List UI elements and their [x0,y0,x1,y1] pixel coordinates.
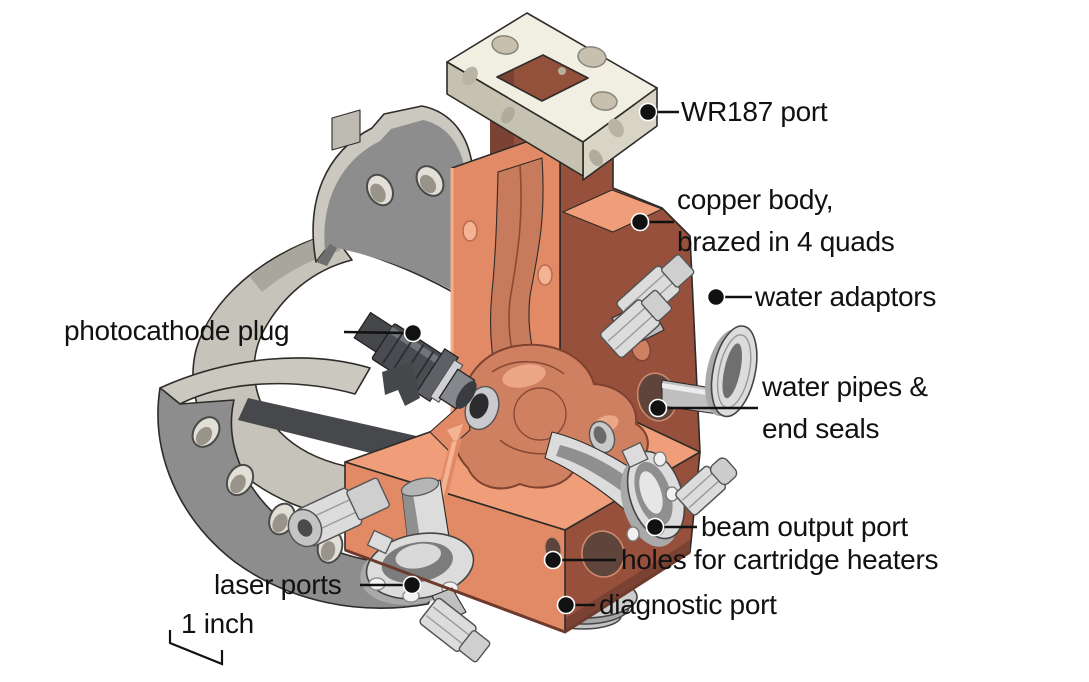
water-pipe-flange-part [661,325,758,418]
copper-bottom-edge [344,548,691,634]
leader-dot-water-adaptors [706,287,726,307]
label-laser-ports: laser ports [214,569,342,600]
flange-bolt-hole [366,165,445,207]
cathode-flange-upper [312,105,473,303]
label-copper-body: copper body, brazed in 4 quads [677,179,895,263]
wr187-flange-part [446,12,658,181]
leader-dot-copper-body [630,212,650,232]
label-beam-output-port: beam output port [701,511,908,542]
beam-output-port-part [544,431,738,547]
label-water-pipes-line2: end seals [762,413,880,444]
leader-dot-photocathode [403,323,423,343]
label-water-pipes: water pipes & end seals [762,366,928,450]
water-adaptor-left-part [287,477,390,548]
port-hole [581,530,625,578]
label-copper-body-line2: brazed in 4 quads [677,226,895,257]
leader-dot-wr187 [638,102,658,122]
label-diagnostic-port: diagnostic port [599,589,777,620]
label-copper-body-line1: copper body, [677,184,834,215]
scale-bracket [168,630,224,666]
leader-dot-beam-output [645,517,665,537]
leader-dot-water-pipes [648,398,668,418]
leader-lines [343,102,758,615]
leader-dot-diagnostic [556,595,576,615]
label-wr187-port: WR187 port [681,96,828,127]
label-water-adaptors: water adaptors [755,281,937,312]
leader-dot-laser-ports [402,575,422,595]
label-photocathode-plug: photocathode plug [64,315,290,346]
leader-dot-heaters [543,550,563,570]
label-scale-1-inch: 1 inch [181,608,254,639]
label-water-pipes-line1: water pipes & [762,371,928,402]
water-adaptor-part [600,254,695,359]
label-cartridge-heaters: holes for cartridge heaters [621,544,939,575]
laser-port-part [360,438,491,663]
